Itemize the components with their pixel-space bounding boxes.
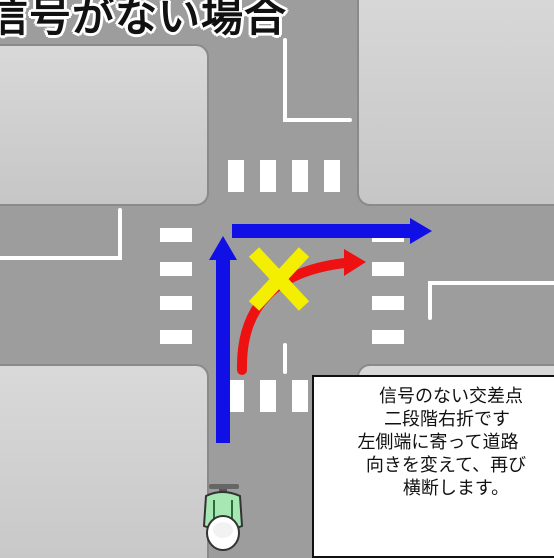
block-top-right (357, 0, 554, 206)
road-edge-lines (0, 38, 554, 374)
note-line: 信号のない交差点 (379, 386, 523, 407)
note-line: 左側端に寄って道路 (357, 432, 519, 453)
explanation-box: 信号のない交差点 二段階右折です 左側端に寄って道路 向きを変えて、再び 横断し… (312, 375, 554, 558)
crosswalk-south (228, 380, 308, 412)
path-straight-segment (216, 255, 230, 443)
cyclist-icon (202, 484, 244, 551)
arrow-icon-right (410, 218, 432, 244)
page-title: 信号がない場合 (0, 0, 288, 41)
crosswalk-north (228, 160, 340, 192)
crosswalk-east (372, 228, 404, 344)
block-top-left (0, 44, 209, 206)
note-line: 向きを変えて、再び (365, 455, 527, 476)
path-cross-segment (232, 224, 414, 238)
arrow-icon-red (344, 249, 366, 276)
crosswalk-west (160, 228, 192, 344)
block-bottom-left (0, 364, 209, 558)
two-stage-turn-path (209, 218, 432, 443)
x-mark-icon (248, 247, 310, 311)
arrow-icon-up (209, 236, 237, 260)
note-line: 横断します。 (402, 478, 510, 499)
note-line: 二段階右折です (384, 409, 510, 430)
